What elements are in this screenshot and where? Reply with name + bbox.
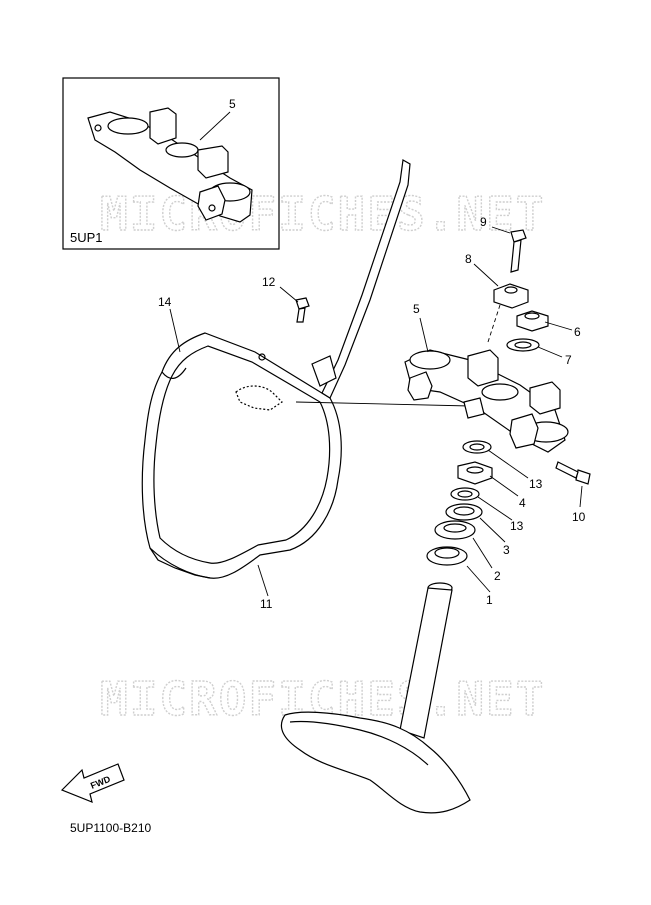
inset-bracket-drawing [87, 107, 253, 223]
inset-label: 5UP1 [70, 230, 103, 245]
callout-7: 7 [565, 353, 572, 367]
stem-bearings-drawing [426, 440, 493, 566]
upper-bracket-drawing [404, 304, 569, 453]
callout-2: 2 [494, 569, 501, 583]
fwd-arrow-icon: FWD [60, 763, 125, 803]
callout-13-upper: 13 [529, 477, 543, 491]
steering-stem-drawing [280, 582, 471, 814]
callout-4: 4 [519, 496, 526, 510]
callout-10: 10 [572, 510, 586, 524]
callout-1: 1 [486, 593, 493, 607]
leader-lines [169, 226, 583, 597]
callout-12: 12 [262, 275, 276, 289]
watermark-top: MICROFICHES.NET [100, 187, 545, 241]
callout-14: 14 [158, 295, 172, 309]
callout-5-inset: 5 [229, 97, 236, 111]
number-plate-drawing [141, 332, 342, 579]
callout-9: 9 [480, 215, 487, 229]
callout-3: 3 [503, 543, 510, 557]
callout-5: 5 [413, 302, 420, 316]
top-hardware-drawing [295, 229, 591, 485]
plate-stay-drawing [295, 159, 471, 407]
callout-11: 11 [260, 597, 273, 611]
inset-box: 5UP1 5 [62, 77, 280, 250]
callout-6: 6 [574, 325, 581, 339]
callouts: 1 2 3 13 4 13 5 6 7 8 9 10 11 12 14 [158, 215, 586, 611]
callout-8: 8 [465, 252, 472, 266]
diagram-code: 5UP1100-B210 [70, 821, 151, 835]
callout-13-lower: 13 [510, 519, 524, 533]
